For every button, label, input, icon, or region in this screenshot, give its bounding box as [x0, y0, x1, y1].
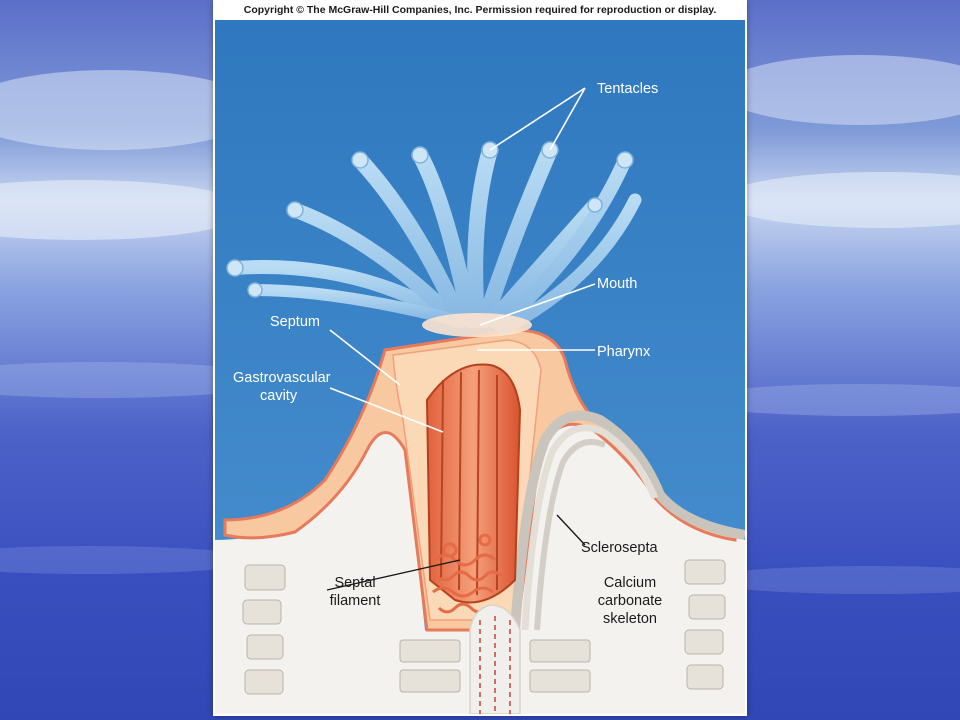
label-sclerosepta: Sclerosepta: [581, 540, 658, 556]
label-tentacles: Tentacles: [597, 81, 659, 97]
septal-filament: [432, 533, 503, 614]
copyright-notice: Copyright © The McGraw-Hill Companies, I…: [243, 4, 717, 16]
label-septal-line2: filament: [329, 593, 381, 609]
leader-lines: [329, 87, 596, 433]
label-calcium-line2: carbonate: [597, 593, 663, 609]
sclerosepta-plate-1: [510, 410, 745, 631]
label-gastrovascular-line2: cavity: [260, 388, 298, 404]
label-septal-line1: Septal: [334, 575, 376, 591]
tentacles-group: [228, 142, 642, 335]
label-calcium-line1: Calcium: [603, 575, 657, 591]
coral-polyp-diagram: [215, 20, 745, 714]
label-septum: Septum: [270, 314, 320, 330]
oral-disc: [422, 313, 532, 337]
label-gastrovascular-line1: Gastrovascular: [233, 370, 331, 386]
skeleton-column: [469, 604, 521, 714]
skeleton-blocks: [242, 559, 726, 695]
calcium-carbonate-skeleton: [215, 413, 745, 714]
label-mouth: Mouth: [597, 276, 638, 292]
label-calcium-line3: skeleton: [602, 611, 657, 627]
label-pharynx: Pharynx: [597, 344, 651, 360]
